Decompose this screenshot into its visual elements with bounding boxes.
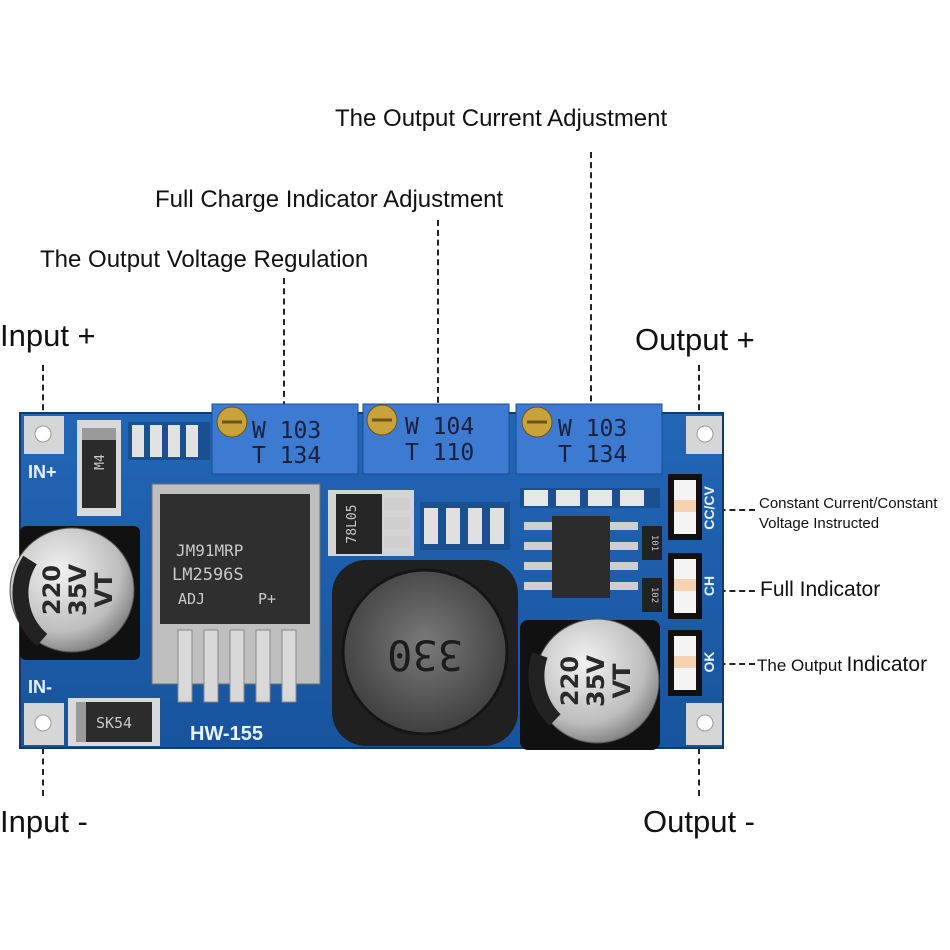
- callout-output-indicator-suffix: Indicator: [846, 653, 928, 676]
- inductor-330: 330: [332, 560, 518, 746]
- svg-text:101: 101: [649, 535, 659, 551]
- svg-text:P+: P+: [258, 590, 276, 608]
- svg-text:W 104: W 104: [405, 414, 474, 440]
- svg-text:330: 330: [387, 631, 463, 680]
- leader-cc-cv: [700, 509, 755, 511]
- svg-text:T 110: T 110: [405, 440, 474, 466]
- svg-text:102: 102: [649, 587, 659, 603]
- mount-pad-br: [686, 703, 722, 745]
- svg-text:35V: 35V: [582, 655, 610, 707]
- callout-output-indicator-prefix: The Output: [757, 656, 843, 675]
- callout-output-indicator: The Output Indicator: [757, 653, 927, 677]
- callout-input-plus: Input +: [0, 318, 96, 353]
- led-cc-cv: [668, 474, 702, 540]
- svg-text:SK54: SK54: [96, 714, 132, 732]
- callout-cc-cv-line1: Constant Current/Constant: [759, 495, 938, 512]
- callout-output-plus: Output +: [635, 322, 755, 357]
- svg-text:W 103: W 103: [558, 416, 627, 442]
- svg-text:W 103: W 103: [252, 418, 321, 444]
- svg-text:JM91MRP: JM91MRP: [176, 541, 243, 560]
- callout-full-indicator: Full Indicator: [760, 578, 881, 601]
- leader-output-plus: [698, 365, 700, 420]
- silk-in-plus: IN+: [28, 462, 57, 482]
- leader-full-charge: [437, 220, 439, 442]
- svg-text:ADJ: ADJ: [178, 590, 205, 608]
- ic-soic8: [524, 516, 638, 598]
- mount-pad-tr: [686, 416, 722, 454]
- callout-cc-cv-line2: Voltage Instructed: [759, 515, 880, 532]
- svg-text:78L05: 78L05: [345, 504, 360, 543]
- leader-output-current: [590, 152, 592, 442]
- silk-cc-cv: CC/CV: [701, 486, 717, 530]
- silk-model: HW-155: [190, 723, 263, 745]
- silk-in-minus: IN-: [28, 677, 52, 697]
- silk-ok: OK: [701, 652, 717, 673]
- pot-current: W 103 T 134: [515, 403, 663, 475]
- ldo-78l05: 78L05: [328, 490, 414, 556]
- smd-array-right: [520, 488, 660, 508]
- silk-ch: CH: [701, 576, 717, 596]
- leader-voltage-regulation: [283, 278, 285, 438]
- leader-output-minus: [698, 748, 700, 796]
- callout-full-charge-indicator-adjustment: Full Charge Indicator Adjustment: [155, 186, 504, 213]
- svg-text:VT: VT: [608, 663, 636, 699]
- callout-output-minus: Output -: [643, 804, 755, 839]
- svg-text:M4: M4: [93, 454, 108, 470]
- capacitor-right: 220 35V VT: [520, 618, 660, 750]
- leader-input-minus: [42, 748, 44, 796]
- mount-pad-bl: [24, 703, 64, 745]
- callout-output-current-adjustment: The Output Current Adjustment: [335, 105, 668, 132]
- svg-text:VT: VT: [90, 572, 118, 608]
- callout-input-minus: Input -: [0, 804, 88, 839]
- leader-full-indicator: [700, 590, 755, 592]
- svg-text:T 134: T 134: [558, 442, 627, 468]
- mount-pad-tl: [24, 416, 64, 454]
- leader-output-indicator: [700, 663, 755, 665]
- callout-output-voltage-regulation: The Output Voltage Regulation: [40, 246, 369, 273]
- resistor-102: 102: [642, 578, 662, 612]
- svg-text:35V: 35V: [64, 564, 92, 616]
- svg-text:T 134: T 134: [252, 443, 321, 469]
- smd-array-top: [128, 422, 210, 460]
- svg-text:LM2596S: LM2596S: [172, 565, 244, 585]
- pot-full-charge: W 104 T 110: [362, 403, 510, 475]
- leader-input-plus: [42, 365, 44, 420]
- capacitor-left: 220 35V VT: [9, 526, 140, 660]
- led-full: [668, 553, 702, 619]
- diode-m4: M4: [77, 420, 121, 516]
- led-output: [668, 630, 702, 696]
- svg-text:220: 220: [38, 565, 66, 615]
- smd-array-middle: [420, 502, 510, 550]
- regulator-lm2596: JM91MRP LM2596S ADJ P+: [151, 483, 321, 703]
- diode-sk54: SK54: [68, 698, 160, 746]
- resistor-101: 101: [642, 526, 662, 560]
- pot-voltage: W 103 T 134: [211, 403, 359, 475]
- svg-text:220: 220: [556, 656, 584, 706]
